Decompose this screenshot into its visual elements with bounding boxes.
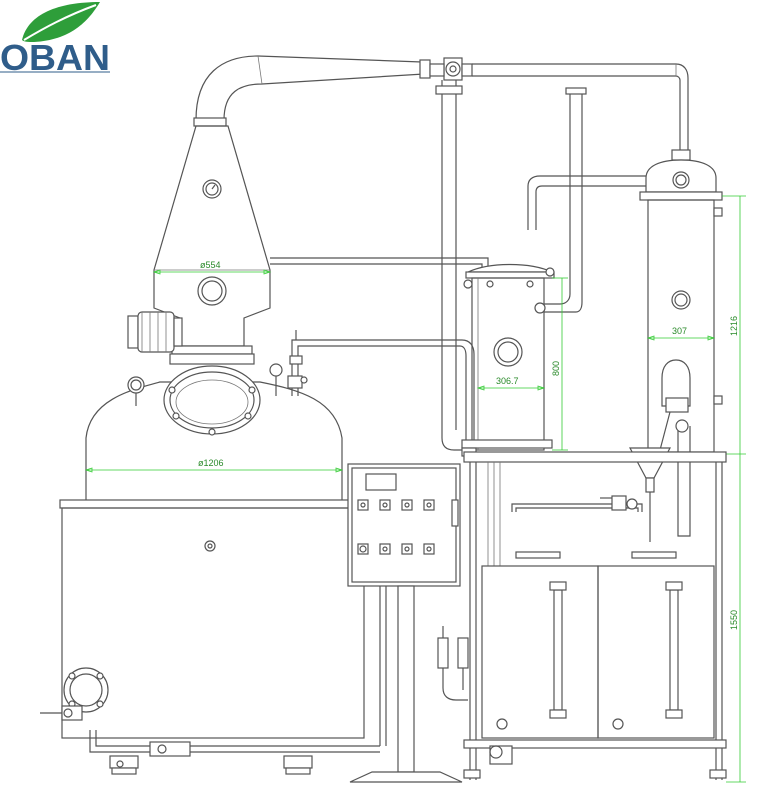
filter-width-dimension: 306.7: [476, 376, 546, 391]
right-level-gauge: [669, 589, 679, 711]
alcohol-meter: [511, 359, 691, 542]
control-display: [365, 473, 397, 491]
logo-text: OBAN: [0, 37, 110, 78]
vapor-pipe: [195, 55, 689, 150]
receiver-tank-left: [481, 551, 599, 739]
control-panel: [347, 463, 463, 783]
dome-pressure-gauge-icon: [127, 376, 145, 394]
column-diameter-label: ø554: [200, 260, 221, 270]
leaf-vein: [23, 4, 97, 41]
filter-height-label: 800: [551, 361, 561, 376]
control-switches-top: [357, 499, 435, 511]
receiver-tank-right: [597, 551, 715, 739]
condenser-height-label: 1216: [729, 316, 739, 336]
left-level-gauge: [553, 589, 563, 711]
pot-still-dome: [85, 330, 475, 500]
column-diameter-dimension: ø554: [152, 260, 272, 275]
condenser-width-dimension: 307: [646, 326, 716, 341]
company-logo: OBAN: [0, 2, 110, 78]
drain-piping: [437, 626, 469, 701]
boiler-sight-glass-icon: [204, 540, 216, 552]
column: [153, 117, 489, 355]
frame-height-dimension: 1550: [726, 454, 746, 783]
pot-diameter-dimension: ø1206: [84, 458, 344, 473]
control-switches-bottom: [357, 543, 435, 555]
condenser-width-label: 307: [672, 326, 687, 336]
dome-thermometer-icon: [269, 363, 283, 377]
filter-width-label: 306.7: [496, 376, 519, 386]
filter-height-dimension: 800: [551, 277, 568, 451]
pot-diameter-label: ø1206: [198, 458, 224, 468]
agitator-motor: [127, 311, 183, 353]
frame-height-label: 1550: [729, 610, 739, 630]
receiver-frame: [463, 451, 727, 780]
boiler-jacket: [40, 499, 380, 775]
condenser-top-gauge-icon: [672, 171, 690, 189]
condenser-height-dimension: 1216: [722, 195, 746, 455]
filter-tank: [435, 80, 646, 457]
